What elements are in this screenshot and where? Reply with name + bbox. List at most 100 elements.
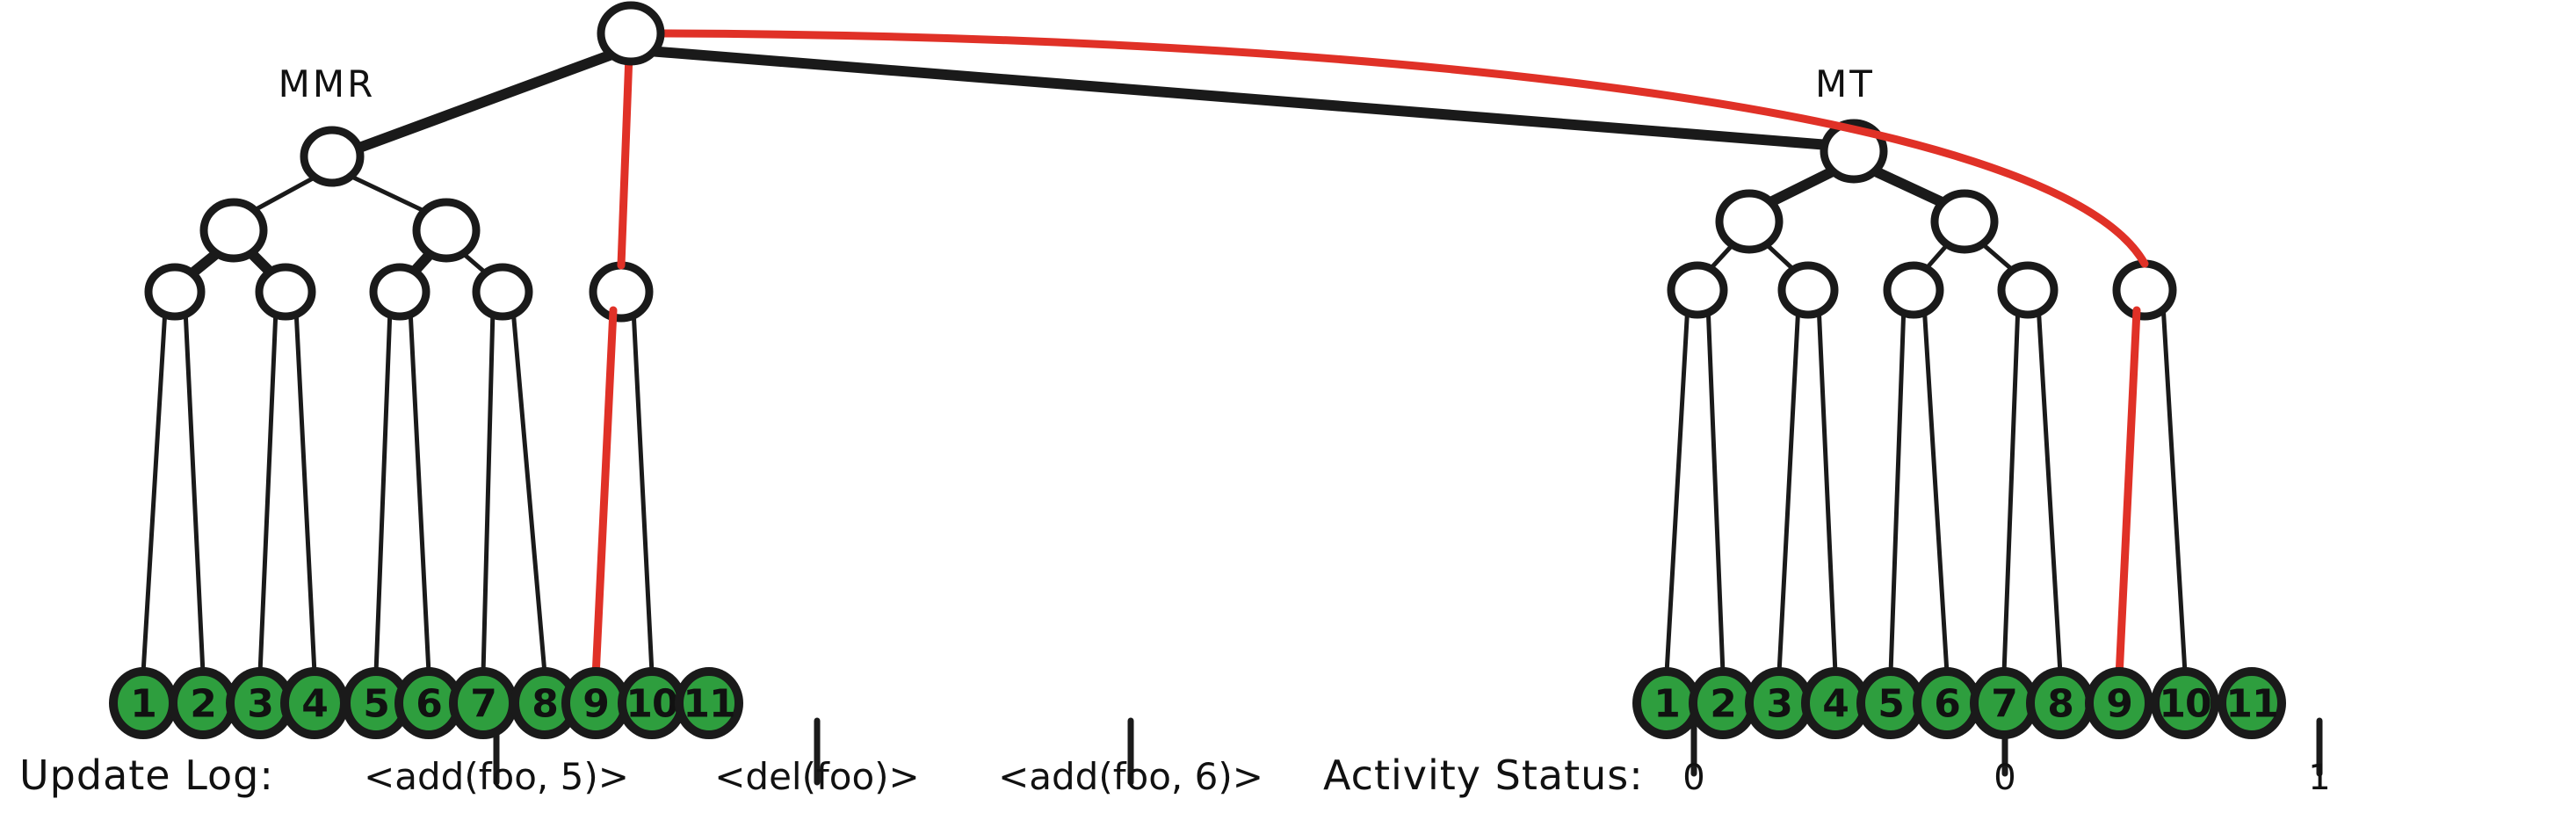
leaf-label: 1	[130, 682, 156, 727]
edge-mmr-leaf-4	[293, 307, 317, 676]
highlight-mt-peak-to-leaf9	[2115, 306, 2141, 681]
mmr-node-l3b	[255, 263, 316, 321]
edge-mmr-leaf-3	[257, 307, 279, 676]
leaf-label: 9	[582, 682, 609, 727]
update-log-entry: <add(foo, 6)>	[998, 755, 1263, 798]
leaf-node[interactable]: 6	[1913, 667, 1981, 739]
activity-status-value: 1	[2308, 758, 2330, 798]
mmr-node-l3c	[369, 263, 431, 321]
mt-node-l3a	[1667, 261, 1728, 319]
mmr-internal-nodes	[144, 126, 654, 323]
leaf-node[interactable]: 9	[561, 667, 630, 739]
edge-mt-leaf-8	[2036, 301, 2063, 676]
update-log-entry: <add(foo, 5)>	[364, 755, 629, 798]
leaf-node[interactable]: 4	[1801, 667, 1870, 739]
leaf-node[interactable]: 6	[394, 667, 463, 739]
leaf-label: 3	[1766, 682, 1792, 727]
leaf-label: 5	[1878, 682, 1904, 727]
leaf-node[interactable]: 11	[675, 667, 743, 739]
mt-node-l2a	[1715, 189, 1784, 254]
update-log-entry: <del(foo)>	[714, 755, 920, 798]
leaf-node[interactable]: 3	[1745, 667, 1813, 739]
leaf-node[interactable]: 9	[2085, 667, 2153, 739]
mmr-node-l2a	[199, 198, 268, 263]
update-log-label: Update Log:	[19, 752, 274, 799]
leaf-label: 11	[2225, 682, 2277, 727]
leaf-label: 7	[470, 682, 496, 727]
edge-root-to-mt-subtree	[643, 46, 1845, 151]
leaf-label: 7	[1991, 682, 2017, 727]
leaf-node[interactable]: 7	[1970, 667, 2038, 739]
leaf-node[interactable]: 1	[109, 667, 177, 739]
leaf-label: 9	[2106, 682, 2132, 727]
highlight-mt-root-curve	[651, 29, 2149, 268]
activity-status-value: 0	[1682, 758, 1704, 798]
leaf-node[interactable]: 2	[169, 667, 237, 739]
mt-internal-nodes	[1667, 119, 2177, 321]
leaf-node[interactable]: 2	[1689, 667, 1757, 739]
edge-mt-leaf-2	[1705, 301, 1726, 676]
leaf-node[interactable]: 11	[2218, 667, 2286, 739]
activity-status-value: 0	[1994, 758, 2015, 798]
edge-mt-leaf-10	[2160, 301, 2188, 676]
mmr-edges	[141, 47, 655, 676]
tree-label-mt: MT	[1815, 62, 1875, 105]
root-node	[597, 1, 665, 66]
mmr-node-l3a	[144, 263, 206, 321]
edge-mt-leaf-4	[1816, 301, 1838, 676]
leaf-label: 10	[626, 682, 677, 727]
edge-mmr-leaf-2	[183, 307, 206, 676]
edge-mt-leaf-1	[1664, 301, 1690, 676]
leaf-node[interactable]: 5	[1856, 667, 1925, 739]
mt-node-l1	[1820, 119, 1888, 184]
leaf-label: 2	[1710, 682, 1736, 727]
mt-node-peak-910	[2112, 259, 2177, 321]
leaf-label: 11	[683, 682, 734, 727]
edge-mmr-leaf-7	[481, 307, 496, 676]
leaf-label: 6	[1934, 682, 1960, 727]
leaf-label: 6	[416, 682, 442, 727]
leaf-label: 4	[301, 682, 328, 727]
mmr-node-l2b	[412, 198, 481, 263]
activity-status-label: Activity Status:	[1323, 752, 1644, 799]
mt-leaves: 1 2 3 4 5 6 7 8	[1632, 667, 2286, 739]
mmr-node-peak-910	[589, 261, 654, 323]
mmr-node-l3d	[472, 263, 533, 321]
leaf-label: 4	[1822, 682, 1849, 727]
mmr-leaves: 1 2 3 4 5 6 7 8	[109, 667, 743, 739]
leaf-node[interactable]: 7	[449, 667, 517, 739]
leaf-node[interactable]: 8	[510, 667, 579, 739]
leaf-node[interactable]: 10	[618, 667, 686, 739]
edge-mmr-leaf-10	[631, 307, 655, 676]
edge-root-to-mmr-subtree	[330, 47, 622, 162]
leaf-label: 10	[2159, 682, 2211, 727]
highlight-mmr-peak-to-leaf9	[591, 306, 618, 681]
leaf-node[interactable]: 1	[1632, 667, 1701, 739]
leaf-node[interactable]: 4	[280, 667, 349, 739]
leaf-label: 2	[190, 682, 216, 727]
leaf-label: 5	[363, 682, 389, 727]
mt-node-l2b	[1930, 189, 1999, 254]
edge-mt-leaf-3	[1776, 301, 1801, 676]
leaf-label: 3	[247, 682, 273, 727]
mmr-node-l1	[300, 126, 365, 187]
leaf-label: 8	[532, 682, 558, 727]
mt-node-l3b	[1777, 261, 1839, 319]
mt-node-l3d	[1997, 261, 2059, 319]
edge-mt-leaf-7	[2001, 301, 2021, 676]
leaf-node[interactable]: 8	[2026, 667, 2095, 739]
mt-node-l3c	[1883, 261, 1944, 319]
highlight-paths	[591, 29, 2149, 681]
tree-label-mmr: MMR	[279, 62, 376, 105]
edge-mt-leaf-6	[1921, 301, 1950, 676]
edge-mt-leaf-5	[1888, 301, 1907, 676]
highlight-mmr-root-to-peak	[617, 50, 633, 270]
leaf-node[interactable]: 10	[2151, 667, 2219, 739]
edge-mmr-leaf-1	[141, 307, 168, 676]
leaf-label: 1	[1653, 682, 1680, 727]
mt-edges	[643, 46, 2188, 676]
edge-mmr-leaf-6	[408, 307, 431, 676]
leaf-label: 8	[2047, 682, 2073, 727]
